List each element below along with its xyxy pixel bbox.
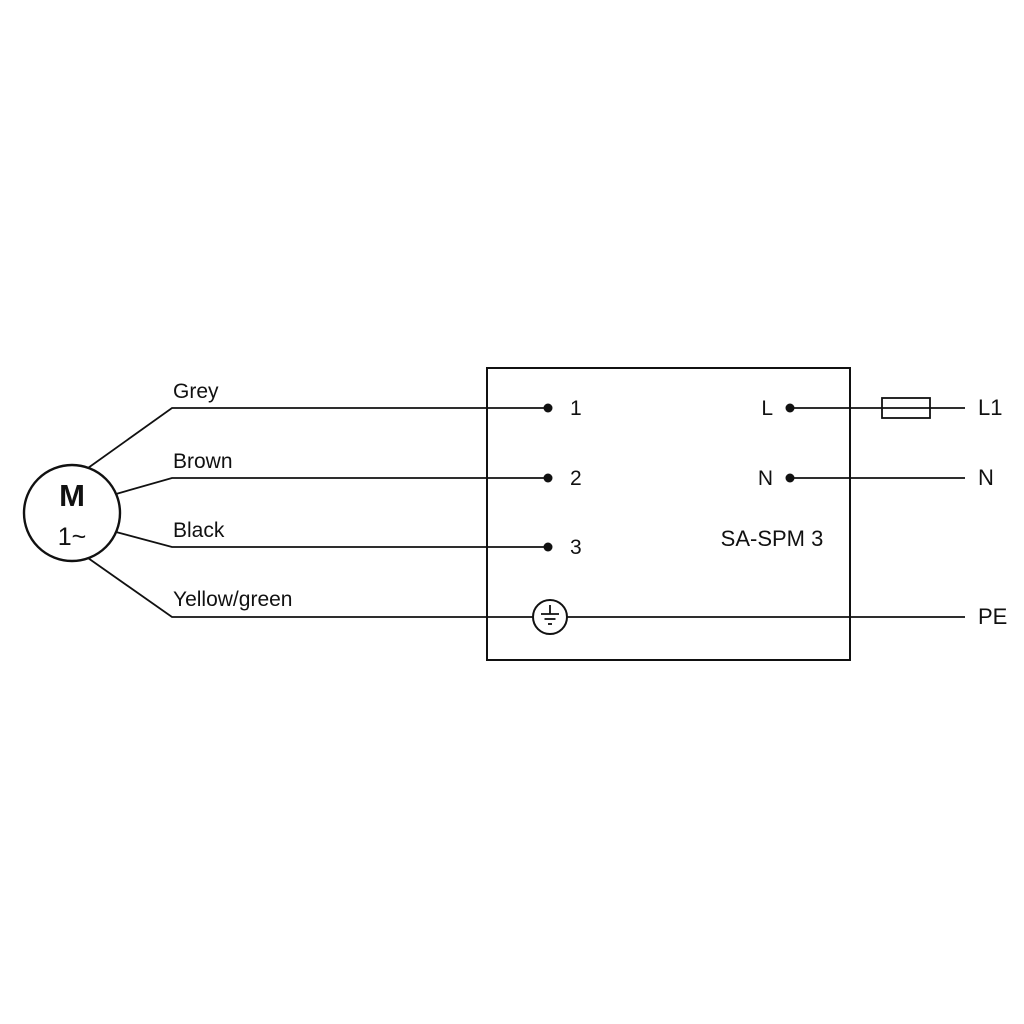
wire-brown	[115, 477, 548, 495]
wire-black	[115, 531, 548, 548]
wire-label-black: Black	[173, 519, 225, 542]
motor-symbol-label: M	[59, 478, 85, 513]
terminal-dot-2	[543, 473, 553, 483]
wire-label-brown: Brown	[173, 450, 233, 473]
fuse-symbol	[881, 397, 931, 419]
supply-label-PE: PE	[978, 604, 1007, 629]
wire-label-grey: Grey	[173, 380, 219, 403]
terminal-dot-3	[543, 542, 553, 552]
supply-label-L1: L1	[978, 395, 1002, 420]
controller-model-label: SA-SPM 3	[721, 526, 824, 551]
earth-symbol	[532, 599, 568, 635]
wire-yellow-green	[87, 557, 533, 618]
motor-circle	[22, 463, 122, 563]
supply-label-N: N	[978, 465, 994, 490]
controller-box	[486, 367, 851, 661]
terminal-number-3: 3	[570, 536, 582, 559]
terminal-dot-1	[543, 403, 553, 413]
terminal-number-2: 2	[570, 467, 582, 490]
motor-phase-label: 1~	[58, 523, 87, 551]
wire-label-yellow-green: Yellow/green	[173, 588, 292, 611]
terminal-letter-N: N	[758, 467, 773, 490]
terminal-letter-L: L	[761, 397, 773, 420]
wire-grey	[87, 407, 548, 469]
terminal-number-1: 1	[570, 397, 582, 420]
